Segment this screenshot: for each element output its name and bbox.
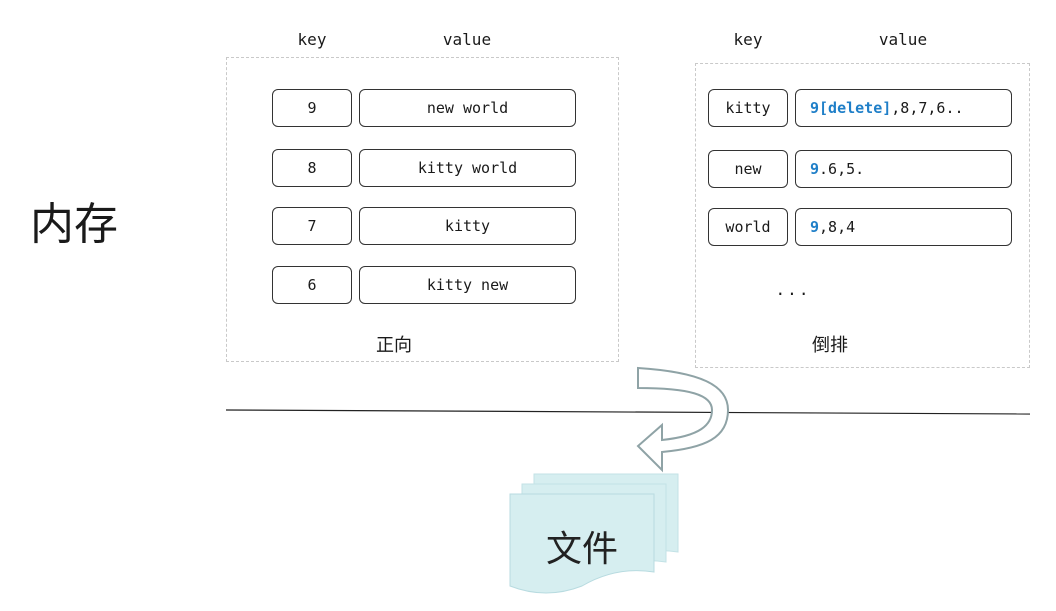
posting-rest: .6,5. xyxy=(819,160,865,178)
inverted-index-caption: 倒排 xyxy=(812,335,848,356)
forward-key-header: key xyxy=(297,30,327,49)
inverted-key-cell: kitty xyxy=(708,89,788,127)
posting-highlight: 9 xyxy=(810,160,820,178)
inverted-index-panel xyxy=(695,63,1030,368)
file-label: 文件 xyxy=(546,529,619,570)
forward-index-caption: 正向 xyxy=(376,335,412,356)
forward-key-cell: 7 xyxy=(272,207,352,245)
forward-value-header: value xyxy=(442,30,492,49)
inverted-posting-cell: 9[delete],8,7,6.. xyxy=(795,89,1012,127)
posting-highlight: 9 xyxy=(810,218,820,236)
forward-value-cell: new world xyxy=(359,89,576,127)
inverted-posting-cell: 9,8,4 xyxy=(795,208,1012,246)
ellipsis: ... xyxy=(775,280,811,299)
inverted-value-header: value xyxy=(878,30,928,49)
forward-key-cell: 6 xyxy=(272,266,352,304)
inverted-posting-cell: 9.6,5. xyxy=(795,150,1012,188)
persist-arrow xyxy=(636,366,730,473)
forward-key-cell: 8 xyxy=(272,149,352,187)
posting-rest: ,8,7,6.. xyxy=(891,99,964,117)
inverted-key-cell: world xyxy=(708,208,788,246)
forward-value-cell: kitty world xyxy=(359,149,576,187)
memory-disk-divider xyxy=(225,409,1031,415)
forward-key-cell: 9 xyxy=(272,89,352,127)
posting-rest: ,8,4 xyxy=(819,218,856,236)
posting-highlight: 9[delete] xyxy=(810,99,892,117)
forward-value-cell: kitty xyxy=(359,207,576,245)
forward-value-cell: kitty new xyxy=(359,266,576,304)
inverted-key-header: key xyxy=(733,30,763,49)
file-stack-icon xyxy=(509,473,679,594)
inverted-key-cell: new xyxy=(708,150,788,188)
forward-index-panel xyxy=(226,57,619,362)
memory-label: 内存 xyxy=(30,199,118,250)
